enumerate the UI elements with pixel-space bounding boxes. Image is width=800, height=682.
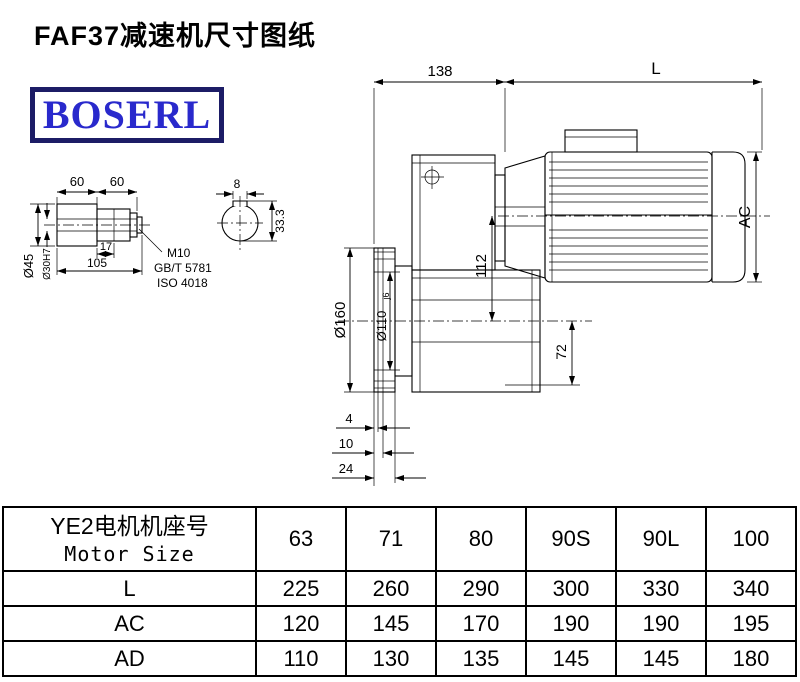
dim-AC: AC xyxy=(737,151,762,283)
motor-size-col: 80 xyxy=(435,506,527,572)
motor-size-col: 63 xyxy=(255,506,347,572)
dim-value-cell: 120 xyxy=(255,605,347,642)
table-header-motor-size: YE2电机机座号 Motor Size xyxy=(2,506,257,572)
dim-value-cell: 330 xyxy=(615,570,707,607)
dim-72-label: 72 xyxy=(553,344,569,360)
header-line-cn: YE2电机机座号 xyxy=(50,513,209,540)
standard-2-label: ISO 4018 xyxy=(157,276,208,290)
row-label: L xyxy=(2,570,257,607)
dim-value-cell: 110 xyxy=(255,640,347,677)
dim-138-label: 138 xyxy=(427,63,452,80)
shaft-section-detail: 8 33.3 xyxy=(216,177,287,250)
dim-value-cell: 300 xyxy=(525,570,617,607)
dim-bore-label: Ø30H7 xyxy=(42,248,53,280)
dim-L-label: L xyxy=(651,59,660,78)
dim-value-cell: 135 xyxy=(435,640,527,677)
flange-bolt-hole xyxy=(373,380,396,389)
dim-value-cell: 145 xyxy=(615,640,707,677)
dimension-drawing: 138 L xyxy=(21,59,770,486)
motor-size-table: YE2电机机座号 Motor Size 63 71 80 90S 90L 100… xyxy=(2,506,797,677)
dim-flange: Ø160 Ø110 j6 xyxy=(332,247,400,393)
dim-key-width-label: 8 xyxy=(234,177,241,191)
row-label: AD xyxy=(2,640,257,677)
dim-heights: 112 72 xyxy=(473,216,580,386)
dim-value-cell: 340 xyxy=(705,570,797,607)
dim-105-label: 105 xyxy=(87,256,107,270)
main-view: 138 L xyxy=(332,59,770,486)
thread-spec-label: M10 xyxy=(167,246,191,260)
dim-shaft-od-label: Ø45 xyxy=(21,254,36,279)
terminal-box xyxy=(564,129,638,153)
page-title: FAF37减速机尺寸图纸 xyxy=(34,21,317,51)
dim-112-label: 112 xyxy=(473,254,490,278)
dim-AC-label: AC xyxy=(737,206,754,228)
table-row-AD: AD 110 130 135 145 145 180 xyxy=(2,640,797,677)
dim-value-cell: 190 xyxy=(525,605,617,642)
brand-logo: BOSERL xyxy=(30,87,224,143)
brand-text: BOSERL xyxy=(42,92,212,137)
dim-spigot-label: Ø110 xyxy=(374,311,389,342)
shaft-detail: 60 60 Ø45 Ø30H7 17 xyxy=(21,174,212,290)
dim-value-cell: 290 xyxy=(435,570,527,607)
dim-17-label: 17 xyxy=(100,241,112,253)
motor-size-col: 71 xyxy=(345,506,437,572)
dim-24-label: 24 xyxy=(339,461,353,476)
dim-60b-label: 60 xyxy=(110,174,124,189)
dim-key-depth-label: 33.3 xyxy=(273,209,287,233)
motor-size-col: 90L xyxy=(615,506,707,572)
dim-value-cell: 170 xyxy=(435,605,527,642)
top-dimensions: 138 L xyxy=(373,59,763,244)
dim-flange-depths: 4 10 24 xyxy=(332,392,426,486)
table-header-row: YE2电机机座号 Motor Size 63 71 80 90S 90L 100 xyxy=(2,506,797,572)
dim-spigot-tol-label: j6 xyxy=(381,292,391,300)
table-row-L: L 225 260 290 300 330 340 xyxy=(2,570,797,607)
dim-value-cell: 190 xyxy=(615,605,707,642)
dim-value-cell: 195 xyxy=(705,605,797,642)
dim-flange-od-label: Ø160 xyxy=(332,302,349,339)
standard-1-label: GB/T 5781 xyxy=(154,261,212,275)
dim-value-cell: 260 xyxy=(345,570,437,607)
dim-value-cell: 130 xyxy=(345,640,437,677)
motor xyxy=(495,129,770,283)
dim-4-label: 4 xyxy=(345,411,352,426)
dim-value-cell: 145 xyxy=(345,605,437,642)
dim-value-cell: 145 xyxy=(525,640,617,677)
table-row-AC: AC 120 145 170 190 190 195 xyxy=(2,605,797,642)
dim-10-label: 10 xyxy=(339,436,353,451)
dim-value-cell: 180 xyxy=(705,640,797,677)
motor-size-col: 90S xyxy=(525,506,617,572)
flange-bolt-hole xyxy=(373,251,396,260)
header-line-en: Motor Size xyxy=(64,541,195,566)
dim-value-cell: 225 xyxy=(255,570,347,607)
dim-60a-label: 60 xyxy=(70,174,84,189)
motor-size-col: 100 xyxy=(705,506,797,572)
row-label: AC xyxy=(2,605,257,642)
